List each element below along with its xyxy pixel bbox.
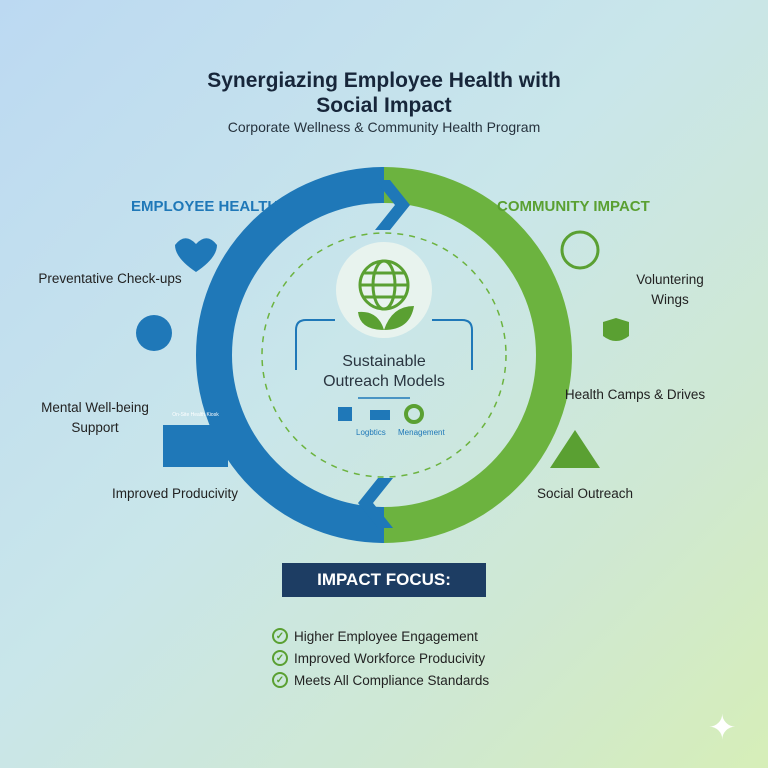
kiosk-sign: On-Site Health Kiosk: [172, 412, 219, 418]
community-impact-header: COMMUNITY IMPACT: [497, 198, 650, 215]
right-arrow: [432, 319, 473, 370]
volunteering-label: Voluntering Wings: [636, 272, 704, 307]
check-icon: ✓: [272, 672, 288, 688]
tent-icon: [550, 430, 600, 468]
globe-icon: [358, 259, 410, 311]
employee-health-header: EMPLOYEE HEALTH: [131, 198, 279, 215]
kiosk-icon: [163, 425, 228, 467]
arrow-top: [375, 180, 410, 230]
sparkle-icon: ✦: [708, 709, 737, 747]
arrow-bottom: [358, 478, 393, 528]
social-outreach-label: Social Outreach: [536, 486, 634, 501]
title-line-1: Synergiazing Employee Health with: [207, 69, 561, 92]
dashed-circle: [261, 232, 507, 478]
chip-icon: [338, 407, 352, 421]
check-icon: ✓: [272, 650, 288, 666]
management-label: Menagement: [398, 428, 445, 437]
health-camps-label: Health Camps & Drives: [564, 387, 706, 402]
heart-icon: [175, 238, 217, 272]
blue-arc: [196, 167, 385, 543]
preventative-label: Preventative Check-ups: [38, 271, 182, 286]
impact-item-text: Higher Employee Engagement: [294, 628, 478, 644]
shield-icon: [603, 318, 629, 341]
impact-item-text: Meets All Compliance Standards: [294, 672, 490, 688]
brain-icon: [136, 315, 172, 351]
leaf-icon: [358, 306, 414, 330]
volunteer-icon: [560, 230, 600, 270]
productivity-label: Improved Producivity: [111, 486, 239, 501]
impact-item: ✓ Meets All Compliance Standards: [272, 672, 489, 688]
green-arc: [383, 167, 572, 543]
subtitle: Corporate Wellness & Community Health Pr…: [227, 119, 541, 135]
impact-item: ✓ Improved Workforce Producivity: [272, 650, 485, 666]
check-icon: ✓: [272, 628, 288, 644]
impact-focus-banner: IMPACT FOCUS:: [282, 563, 486, 597]
title-line-2: Social Impact: [316, 94, 452, 117]
left-arrow: [295, 319, 335, 370]
impact-item-text: Improved Workforce Producivity: [294, 650, 486, 666]
impact-item: ✓ Higher Employee Engagement: [272, 628, 478, 644]
gear-icon: [404, 404, 424, 424]
logistics-label: Logbtics: [356, 428, 386, 437]
globe-bg: [336, 242, 432, 338]
mental-label: Mental Well-being Support: [41, 400, 149, 435]
truck-icon: [370, 410, 390, 420]
center-line-1: Sustainable: [342, 353, 426, 370]
center-line-2: Outreach Models: [323, 373, 445, 390]
